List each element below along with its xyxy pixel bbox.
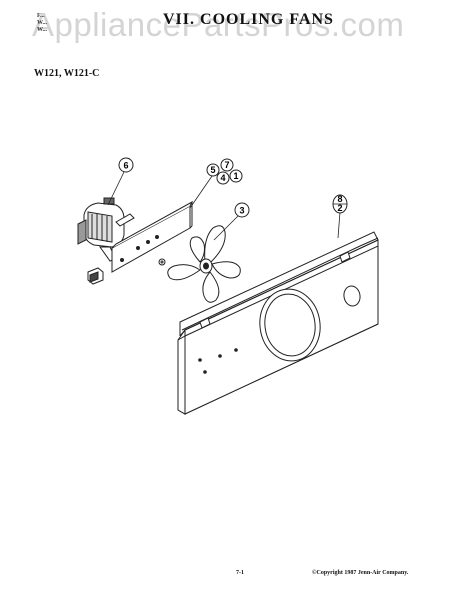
callout-label: 5 bbox=[210, 165, 215, 175]
callout-5: 5 bbox=[206, 163, 220, 177]
callout-label: 2 bbox=[337, 203, 342, 213]
header-small-line: W... bbox=[37, 20, 47, 26]
header-small-text: F... W... W... bbox=[37, 13, 47, 34]
fan-blade bbox=[167, 225, 241, 303]
header-small-line: F... bbox=[37, 13, 45, 19]
callout-1: 1 bbox=[229, 169, 243, 183]
header-small-line: W... bbox=[37, 27, 47, 33]
callout-8-2: 8 2 bbox=[332, 194, 348, 214]
callout-3: 3 bbox=[234, 202, 250, 218]
copyright-notice: ©Copyright 1987 Jenn-Air Company. bbox=[312, 570, 409, 576]
callout-label: 3 bbox=[239, 206, 244, 216]
mounting-bracket bbox=[111, 200, 194, 273]
back-panel bbox=[177, 231, 379, 415]
model-numbers: W121, W121-C bbox=[34, 68, 100, 79]
callout-7: 7 bbox=[220, 158, 234, 172]
watermark: AppliancePartsPros.com bbox=[32, 6, 405, 43]
callout-label: 7 bbox=[224, 160, 229, 170]
callout-label: 6 bbox=[123, 161, 128, 171]
leader-lines bbox=[107, 171, 341, 241]
callout-label: 4 bbox=[220, 173, 225, 183]
page-number: 7-1 bbox=[236, 570, 244, 576]
page-title: VII. COOLING FANS bbox=[163, 11, 334, 28]
callout-6: 6 bbox=[118, 157, 134, 173]
callout-label: 1 bbox=[233, 171, 238, 181]
callout-4: 4 bbox=[216, 171, 230, 185]
hex-nut bbox=[158, 258, 166, 266]
fan-motor bbox=[77, 197, 135, 262]
callout-label: 8 bbox=[337, 194, 342, 204]
motor-clip bbox=[87, 267, 104, 285]
